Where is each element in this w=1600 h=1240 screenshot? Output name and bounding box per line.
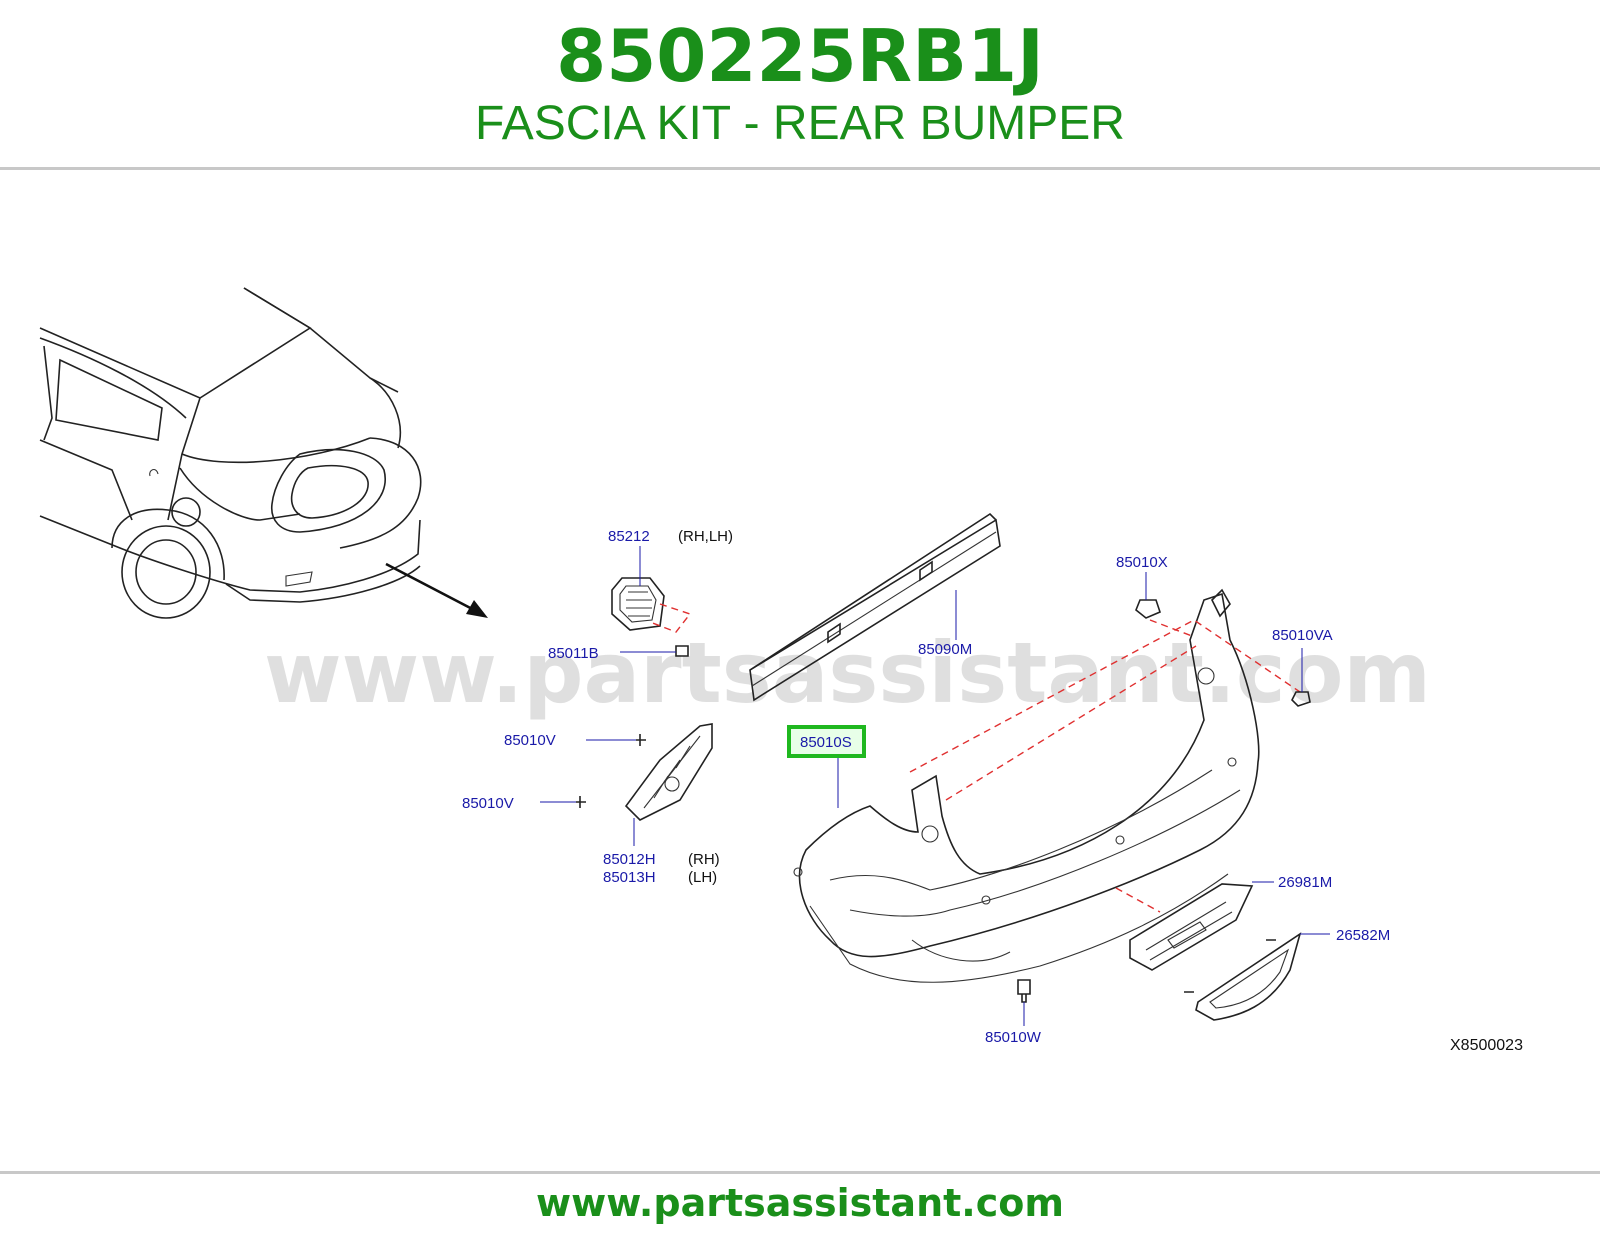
vehicle-rear-illustration — [39, 287, 422, 619]
footer-divider — [0, 1171, 1600, 1174]
part-description: FASCIA KIT - REAR BUMPER — [475, 97, 1125, 150]
part-85010s-illustration — [793, 588, 1301, 983]
diagram-code: X8500023 — [1450, 1037, 1523, 1054]
part-26981m-illustration — [1129, 883, 1254, 971]
fasteners-illustration — [1017, 599, 1311, 1003]
header-divider — [0, 167, 1600, 170]
label-85010s: 85010S — [800, 734, 852, 751]
watermark-text: www.partsassistant.com — [264, 624, 1431, 722]
label-85010va: 85010VA — [1272, 627, 1333, 644]
label-85012h: 85012H — [603, 851, 656, 868]
part-26582m-illustration — [1184, 932, 1302, 1021]
label-85010v-lower: 85010V — [462, 795, 514, 812]
note-85012h: (RH) — [688, 851, 720, 868]
label-85212: 85212 — [608, 528, 650, 545]
note-85212: (RH,LH) — [678, 528, 733, 545]
highlight-box-85010s — [787, 725, 866, 758]
label-26981m: 26981M — [1278, 874, 1332, 891]
label-85010x: 85010X — [1116, 554, 1168, 571]
direction-arrow — [385, 562, 488, 618]
part-85012h-illustration — [576, 723, 713, 821]
leader-lines — [540, 546, 1330, 1026]
label-85013h: 85013H — [603, 869, 656, 886]
label-85090m: 85090M — [918, 641, 972, 658]
label-85010w: 85010W — [985, 1029, 1042, 1046]
label-26582m: 26582M — [1336, 927, 1390, 944]
part-85090m-illustration — [749, 512, 1001, 702]
part-number-title: 850225RB1J — [556, 14, 1044, 98]
label-85011b: 85011B — [548, 645, 599, 662]
note-85013h: (LH) — [688, 869, 717, 886]
footer-url-link[interactable]: www.partsassistant.com — [536, 1181, 1064, 1225]
part-85212-illustration — [611, 577, 692, 657]
label-85010v-upper: 85010V — [504, 732, 556, 749]
